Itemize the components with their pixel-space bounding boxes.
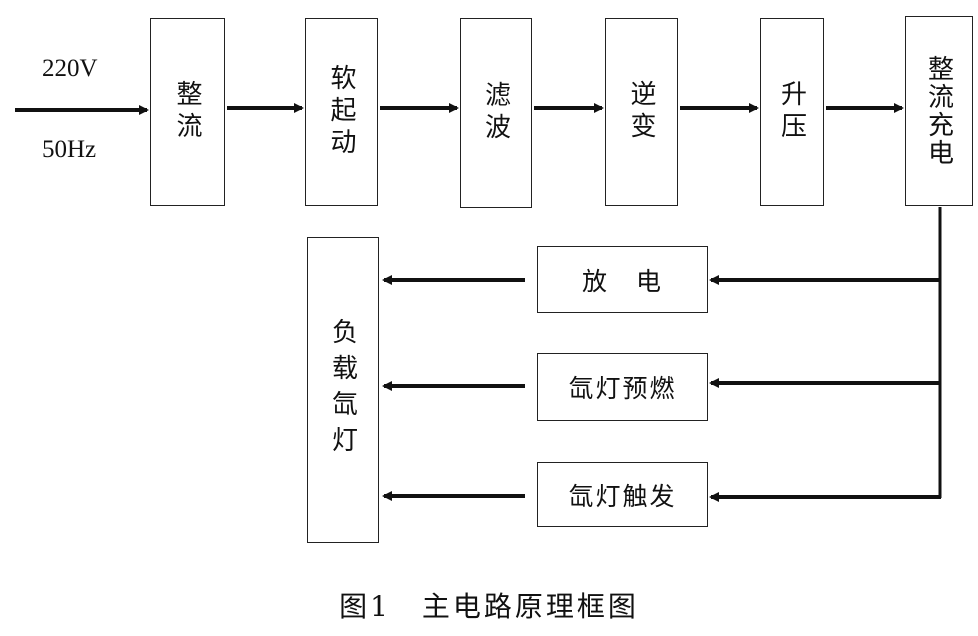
input-voltage-label: 220V: [42, 55, 98, 82]
filter-block: 滤波: [460, 18, 532, 208]
inverter-label: 逆变: [626, 80, 656, 144]
figure-caption: 图1 主电路原理框图: [339, 590, 639, 623]
xenon-trigger-label: 氙灯触发: [568, 481, 677, 511]
soft-start-label: 软起动: [326, 64, 356, 160]
load-xenon-lamp-block: 负载氙灯: [307, 237, 379, 543]
input-frequency-label: 50Hz: [42, 136, 97, 163]
filter-label: 滤波: [480, 81, 511, 145]
xenon-trigger-block: 氙灯触发: [537, 462, 708, 527]
discharge-block: 放 电: [537, 246, 708, 313]
soft-start-block: 软起动: [305, 18, 378, 206]
xenon-preignition-block: 氙灯预燃: [537, 353, 708, 421]
boost-block: 升压: [760, 18, 824, 206]
rectify-charge-label: 整流充电: [923, 55, 954, 167]
inverter-block: 逆变: [605, 18, 678, 206]
load-xenon-lamp-label: 负载氙灯: [327, 318, 358, 462]
rectifier-block: 整流: [150, 18, 225, 206]
xenon-preignition-label: 氙灯预燃: [568, 374, 677, 403]
discharge-label: 放 电: [581, 266, 663, 296]
rectifier-label: 整流: [172, 80, 202, 144]
rectify-charge-block: 整流充电: [905, 16, 973, 206]
boost-label: 升压: [776, 80, 807, 144]
